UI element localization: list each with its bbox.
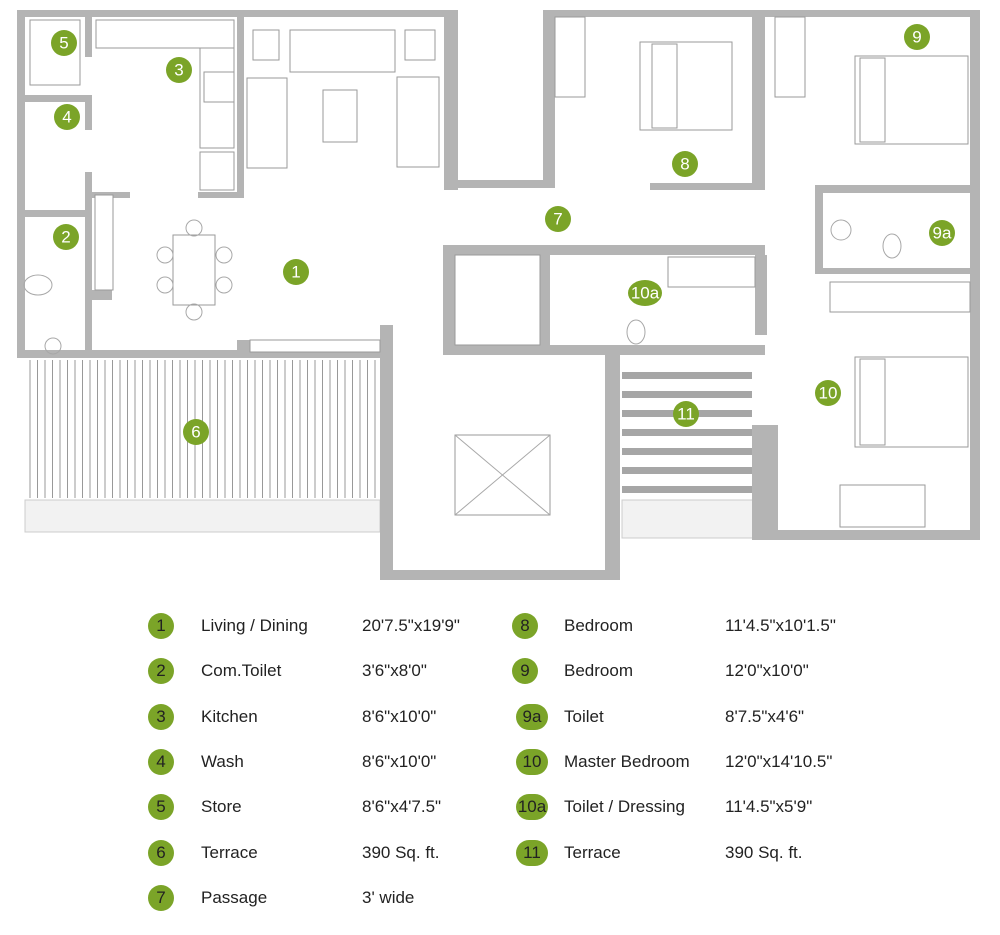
deck-slat: [622, 391, 752, 398]
legend-badge: 9: [512, 658, 538, 685]
svg-text:9: 9: [912, 28, 921, 47]
legend-room-size: 8'7.5"x4'6": [725, 706, 805, 726]
legend-item: 10 Master Bedroom 12'0"x14'10.5": [512, 747, 832, 777]
legend-room-name: Terrace: [564, 842, 621, 862]
deck-slat: [622, 429, 752, 436]
legend-room-name: Master Bedroom: [564, 751, 690, 771]
legend-room-name: Com.Toilet: [201, 661, 282, 681]
legend-room-name: Wash: [201, 751, 244, 771]
legend-room-size: 12'0"x14'10.5": [725, 751, 833, 771]
legend-room-size: 3'6"x8'0": [362, 661, 427, 681]
svg-text:10: 10: [819, 384, 838, 403]
legend-room-size: 11'4.5"x5'9": [725, 797, 813, 817]
legend-badge: 6: [148, 839, 174, 866]
legend-badge: 10a: [516, 794, 548, 821]
legend-badge: 2: [148, 658, 174, 685]
room-badge-3: 3: [166, 57, 192, 83]
legend-badge: 4: [148, 748, 174, 775]
svg-text:5: 5: [59, 34, 68, 53]
svg-text:2: 2: [61, 228, 70, 247]
svg-text:11: 11: [677, 405, 695, 424]
legend-room-name: Kitchen: [201, 706, 258, 726]
legend-room-size: 8'6"x10'0": [362, 706, 437, 726]
legend-room-size: 390 Sq. ft.: [725, 842, 803, 862]
legend-item: 1 Living / Dining 20'7.5"x19'9": [148, 611, 460, 641]
legend-badge: 5: [148, 794, 174, 821]
legend-room-size: 8'6"x4'7.5": [362, 797, 442, 817]
svg-text:7: 7: [553, 210, 562, 229]
furniture: [23, 16, 971, 528]
room-badge-8: 8: [672, 151, 698, 177]
legend-badge: 3: [148, 703, 174, 730]
legend-room-name: Store: [201, 797, 242, 817]
legend-room-size: 12'0"x10'0": [725, 661, 809, 681]
legend-badge: 1: [148, 613, 174, 639]
walls: [17, 10, 980, 580]
room-badge-10a: 10a: [628, 280, 662, 306]
legend-room-name: Living / Dining: [201, 616, 308, 635]
deck-slat: [622, 467, 752, 474]
room-badge-4: 4: [54, 104, 80, 130]
room-badges: 1 2 3 4 5 6 7 8 9 9a 10 10a 11: [51, 24, 955, 445]
legend-room-name: Toilet: [564, 706, 604, 726]
room-badge-9a: 9a: [929, 220, 955, 246]
legend-badge: 9a: [516, 703, 548, 730]
legend-room-size: 11'4.5"x10'1.5": [725, 616, 836, 635]
legend-room-size: 390 Sq. ft.: [362, 842, 440, 862]
room-badge-6: 6: [183, 419, 209, 445]
legend-room-name: Bedroom: [564, 661, 633, 681]
deck-slat: [622, 372, 752, 379]
room-badge-1: 1: [283, 259, 309, 285]
legend-room-size: 20'7.5"x19'9": [362, 616, 460, 635]
legend-item: 11 Terrace 390 Sq. ft.: [512, 838, 803, 868]
legend-room-name: Terrace: [201, 842, 258, 862]
planter-11: [621, 499, 756, 539]
legend-item: 9a Toilet 8'7.5"x4'6": [512, 702, 804, 732]
legend-item: 5 Store 8'6"x4'7.5": [148, 792, 441, 822]
deck-slat: [622, 486, 752, 493]
legend-item: 7 Passage 3' wide: [148, 883, 414, 913]
terrace-6-deck: [29, 360, 376, 498]
legend-item: 2 Com.Toilet 3'6"x8'0": [148, 656, 427, 686]
room-badge-11: 11: [673, 401, 699, 427]
legend-badge: 8: [512, 613, 538, 639]
legend-room-size: 8'6"x10'0": [362, 751, 437, 771]
terrace-11-deck: [622, 372, 752, 493]
room-badge-7: 7: [545, 206, 571, 232]
room-badge-5: 5: [51, 30, 77, 56]
legend-item: 6 Terrace 390 Sq. ft.: [148, 838, 440, 868]
legend-item: 9 Bedroom 12'0"x10'0": [512, 656, 809, 686]
room-badge-10: 10: [815, 380, 841, 406]
legend-item: 10a Toilet / Dressing 11'4.5"x5'9": [512, 792, 812, 822]
legend-item: 4 Wash 8'6"x10'0": [148, 747, 436, 777]
legend-room-name: Toilet / Dressing: [564, 797, 685, 817]
planter-6: [24, 499, 381, 533]
svg-text:8: 8: [680, 155, 689, 174]
svg-text:3: 3: [174, 61, 183, 80]
legend-item: 8 Bedroom 11'4.5"x10'1.5": [512, 611, 836, 641]
svg-text:9a: 9a: [933, 224, 952, 243]
legend-badge: 11: [516, 839, 548, 866]
legend-room-name: Passage: [201, 887, 268, 907]
svg-text:10a: 10a: [631, 284, 660, 303]
svg-text:6: 6: [191, 423, 200, 442]
legend-room-name: Bedroom: [564, 616, 633, 635]
room-badge-9: 9: [904, 24, 930, 50]
deck-slat: [622, 448, 752, 455]
svg-text:4: 4: [62, 108, 71, 127]
legend-item: 3 Kitchen 8'6"x10'0": [148, 702, 436, 732]
floor-plan: 1 2 3 4 5 6 7 8 9 9a 10 10a 11: [17, 10, 980, 580]
legend-room-size: 3' wide: [362, 887, 415, 907]
svg-text:1: 1: [291, 263, 300, 282]
legend-badge: 10: [516, 748, 548, 775]
room-legend: 1 Living / Dining 20'7.5"x19'9" 2 Com.Toilet…: [0, 605, 1000, 925]
legend-badge: 7: [148, 884, 174, 911]
room-badge-2: 2: [53, 224, 79, 250]
